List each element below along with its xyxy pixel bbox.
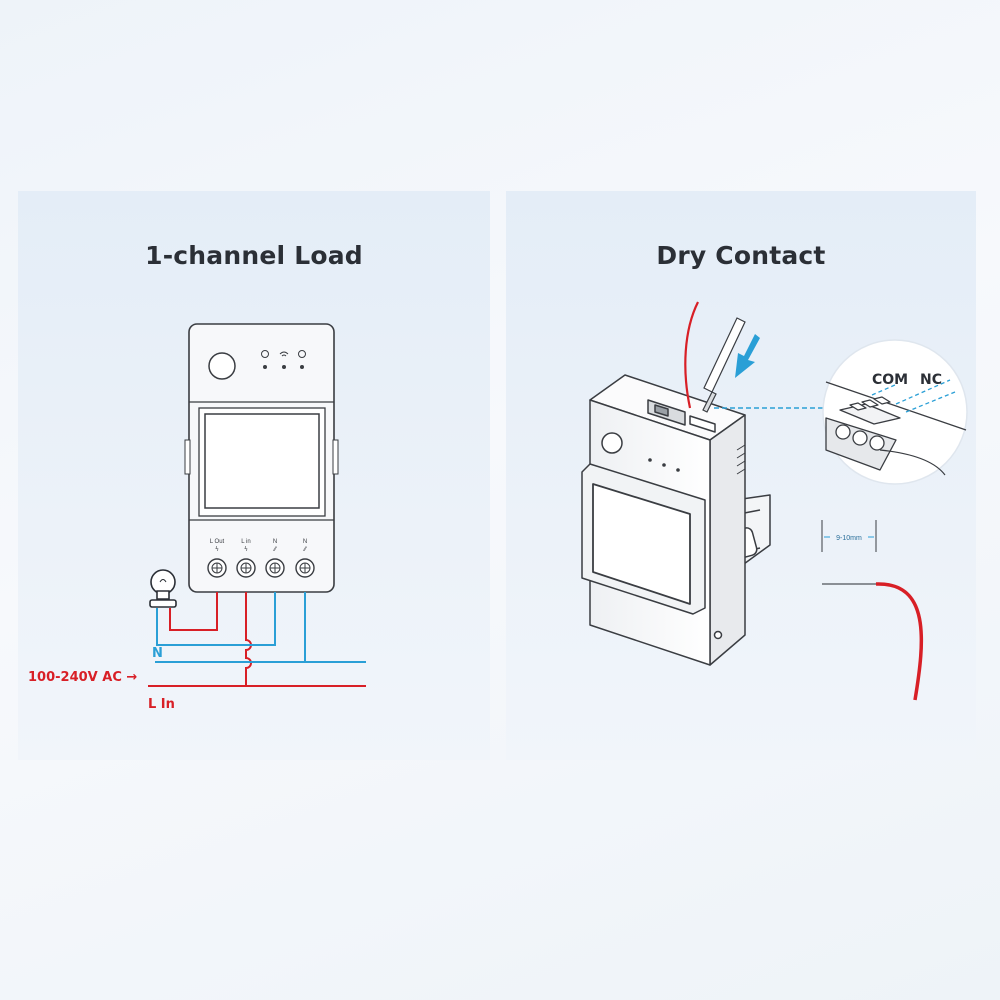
strip-length-label: 9-10mm (836, 535, 862, 542)
screwdriver-icon (702, 317, 746, 413)
live-in-label: L In (148, 697, 175, 712)
power-button-icon (208, 352, 236, 380)
strip-length-indicator: 9-10mm (821, 520, 877, 552)
device-button-icon (601, 432, 623, 454)
com-label: COM (872, 372, 908, 388)
panel-title-load: 1-channel Load (145, 241, 363, 270)
wire-l-out (169, 592, 218, 631)
terminal-symbol-l-in: ϟ (244, 546, 248, 553)
panel-title-dry-contact: Dry Contact (656, 241, 826, 270)
terminal-zoom-callout: COM NC (822, 339, 968, 485)
bulb-icon (149, 569, 177, 608)
device-isometric-view (581, 374, 771, 666)
terminal-label-n1: N (273, 539, 277, 545)
wire-lamp-neutral (156, 592, 276, 646)
terminal-label-l-in: L in (241, 539, 250, 545)
terminal-label-n2: N (303, 539, 307, 545)
terminal-symbol-l-out: ϟ (215, 546, 219, 553)
wire-l-in (245, 592, 252, 686)
power-led-icon (261, 350, 269, 369)
wiring (148, 592, 366, 687)
neutral-label: N (152, 646, 163, 661)
terminal-symbol-n1: ⁄⁄ (272, 546, 278, 553)
terminal-screws (207, 558, 315, 578)
supply-label: 100-240V AC → (28, 670, 137, 685)
device-front-view: L Out ϟ L in ϟ N ⁄⁄ N ⁄⁄ (184, 323, 339, 593)
nc-label: NC (920, 372, 942, 388)
wifi-led-icon (279, 351, 289, 369)
wire-red-dry-contact (684, 301, 699, 409)
network-led-icon (298, 350, 306, 369)
stripped-wire (822, 582, 924, 701)
terminal-label-l-out: L Out (210, 539, 225, 545)
insert-arrow-icon (735, 334, 760, 378)
terminal-symbol-n2: ⁄⁄ (302, 546, 308, 553)
